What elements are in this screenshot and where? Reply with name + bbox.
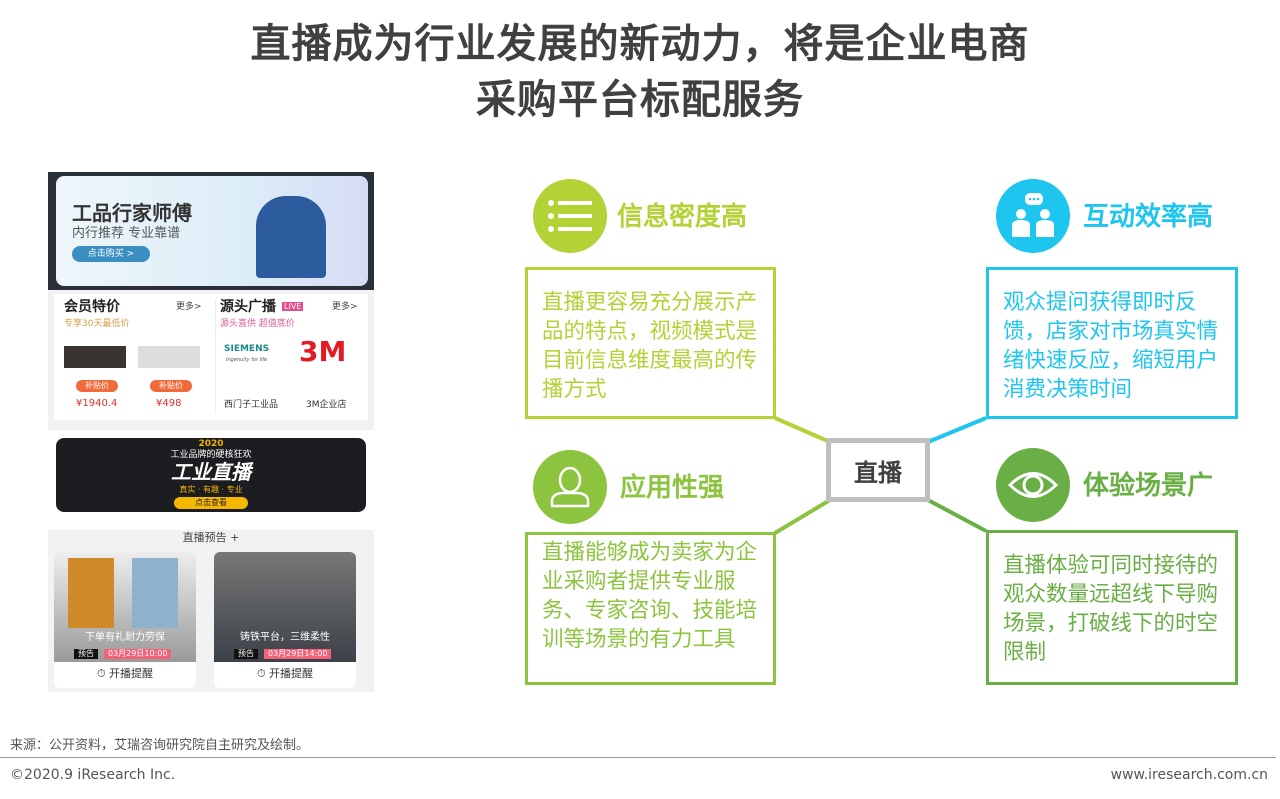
store-name[interactable]: 西门子工业品 (224, 400, 279, 410)
remind-button[interactable]: ⏱ 开播提醒 (96, 667, 154, 680)
node-title: 应用性强 (620, 473, 725, 503)
siemens-slogan: Ingenuity for life (226, 357, 268, 363)
price: ¥1940.4 (76, 398, 118, 409)
source-sub: 源头直供 超值底价 (220, 319, 295, 329)
title-line1: 直播成为行业发展的新动力，将是企业电商 (250, 21, 1030, 67)
preview-caption: 下单有礼耐力劳保 (85, 632, 165, 643)
title-line2: 采购平台标配服务 (476, 77, 804, 123)
live-banner-title: 工业直播 (171, 460, 251, 484)
list-icon (533, 179, 607, 253)
buy-button[interactable]: 点击购买 > (72, 246, 150, 262)
node-title: 互动效率高 (1083, 202, 1214, 232)
node-title: 体验场景广 (1083, 471, 1214, 501)
view-button[interactable]: 点击查看 (174, 497, 248, 509)
user-icon (533, 450, 607, 524)
banner-title: 工品行家师傅 (72, 201, 192, 225)
live-banner[interactable]: 2020 工业品牌的硬核狂欢 工业直播 真实 · 有趣 · 专业 点击查看 (56, 438, 366, 512)
preview-tag: 预告 (234, 649, 258, 659)
preview-caption: 铸铁平台，三维柔性 (240, 632, 330, 643)
banner-subtitle: 内行推荐 专业靠谱 (72, 226, 181, 241)
live-banner-tagline: 真实 · 有趣 · 专业 (179, 485, 243, 494)
desk-image (138, 346, 200, 368)
subsidy-tag: 补贴价 (76, 380, 118, 392)
node-title: 信息密度高 (617, 202, 748, 232)
desk-image (64, 346, 126, 368)
app-screenshot: 工品行家师傅 内行推荐 专业靠谱 点击购买 > 会员特价 更多> 专享30天最低… (48, 172, 374, 692)
node-text: 直播能够成为卖家为企业采购者提供专业服务、专家咨询、技能培训等场景的有力工具 (525, 532, 776, 685)
remind-label: 开播提醒 (269, 667, 314, 680)
source-title: 源头广播 (220, 299, 276, 315)
preview-title: 直播预告 + (182, 531, 240, 544)
center-node: 直播 (826, 438, 930, 502)
worker-illustration (256, 196, 326, 278)
connector-line (774, 416, 831, 444)
remind-button[interactable]: ⏱ 开播提醒 (256, 667, 314, 680)
copyright: ©2020.9 iResearch Inc. (10, 767, 176, 783)
store-name[interactable]: 3M企业店 (306, 400, 347, 410)
preview-time: 03月29日10:00 (104, 649, 172, 659)
node-text: 直播体验可同时接待的观众数量远超线下导购场景，打破线下的时空限制 (986, 530, 1238, 685)
remind-label: 开播提醒 (109, 667, 154, 680)
3m-logo: 3M (299, 335, 347, 368)
live-badge: LIVE (282, 302, 304, 312)
eye-icon (996, 448, 1070, 522)
subsidy-tag: 补贴价 (150, 380, 192, 392)
preview-card[interactable]: 铸铁平台，三维柔性 预告 03月29日14:00 ⏱ 开播提醒 (214, 552, 356, 688)
price: ¥498 (156, 398, 182, 409)
node-text: 直播更容易充分展示产品的特点，视频模式是目前信息维度最高的传播方式 (525, 267, 776, 419)
preview-time: 03月29日14:00 (264, 649, 332, 659)
preview-tag: 预告 (74, 649, 98, 659)
siemens-logo: SIEMENS (224, 344, 270, 354)
website[interactable]: www.iresearch.com.cn (1110, 767, 1268, 783)
live-banner-top: 工业品牌的硬核狂欢 (170, 450, 252, 460)
member-sub: 专享30天最低价 (64, 319, 130, 329)
live-banner-year: 2020 (198, 439, 224, 449)
preview-card[interactable]: 下单有礼耐力劳保 预告 03月29日10:00 ⏱ 开播提醒 (54, 552, 196, 688)
member-title: 会员特价 (64, 299, 120, 315)
member-more[interactable]: 更多> (176, 302, 202, 312)
connector-line (927, 498, 987, 533)
connector-line (927, 416, 987, 444)
source-more[interactable]: 更多> (332, 302, 358, 312)
connector-line (773, 498, 832, 535)
banner: 工品行家师傅 内行推荐 专业靠谱 点击购买 > (48, 172, 374, 290)
node-text: 观众提问获得即时反馈，店家对市场真实情绪快速反应，缩短用户消费决策时间 (986, 267, 1238, 419)
people-chat-icon (996, 179, 1070, 253)
source-note: 来源：公开资料，艾瑞咨询研究院自主研究及绘制。 (10, 738, 310, 753)
footer-divider (0, 757, 1276, 758)
